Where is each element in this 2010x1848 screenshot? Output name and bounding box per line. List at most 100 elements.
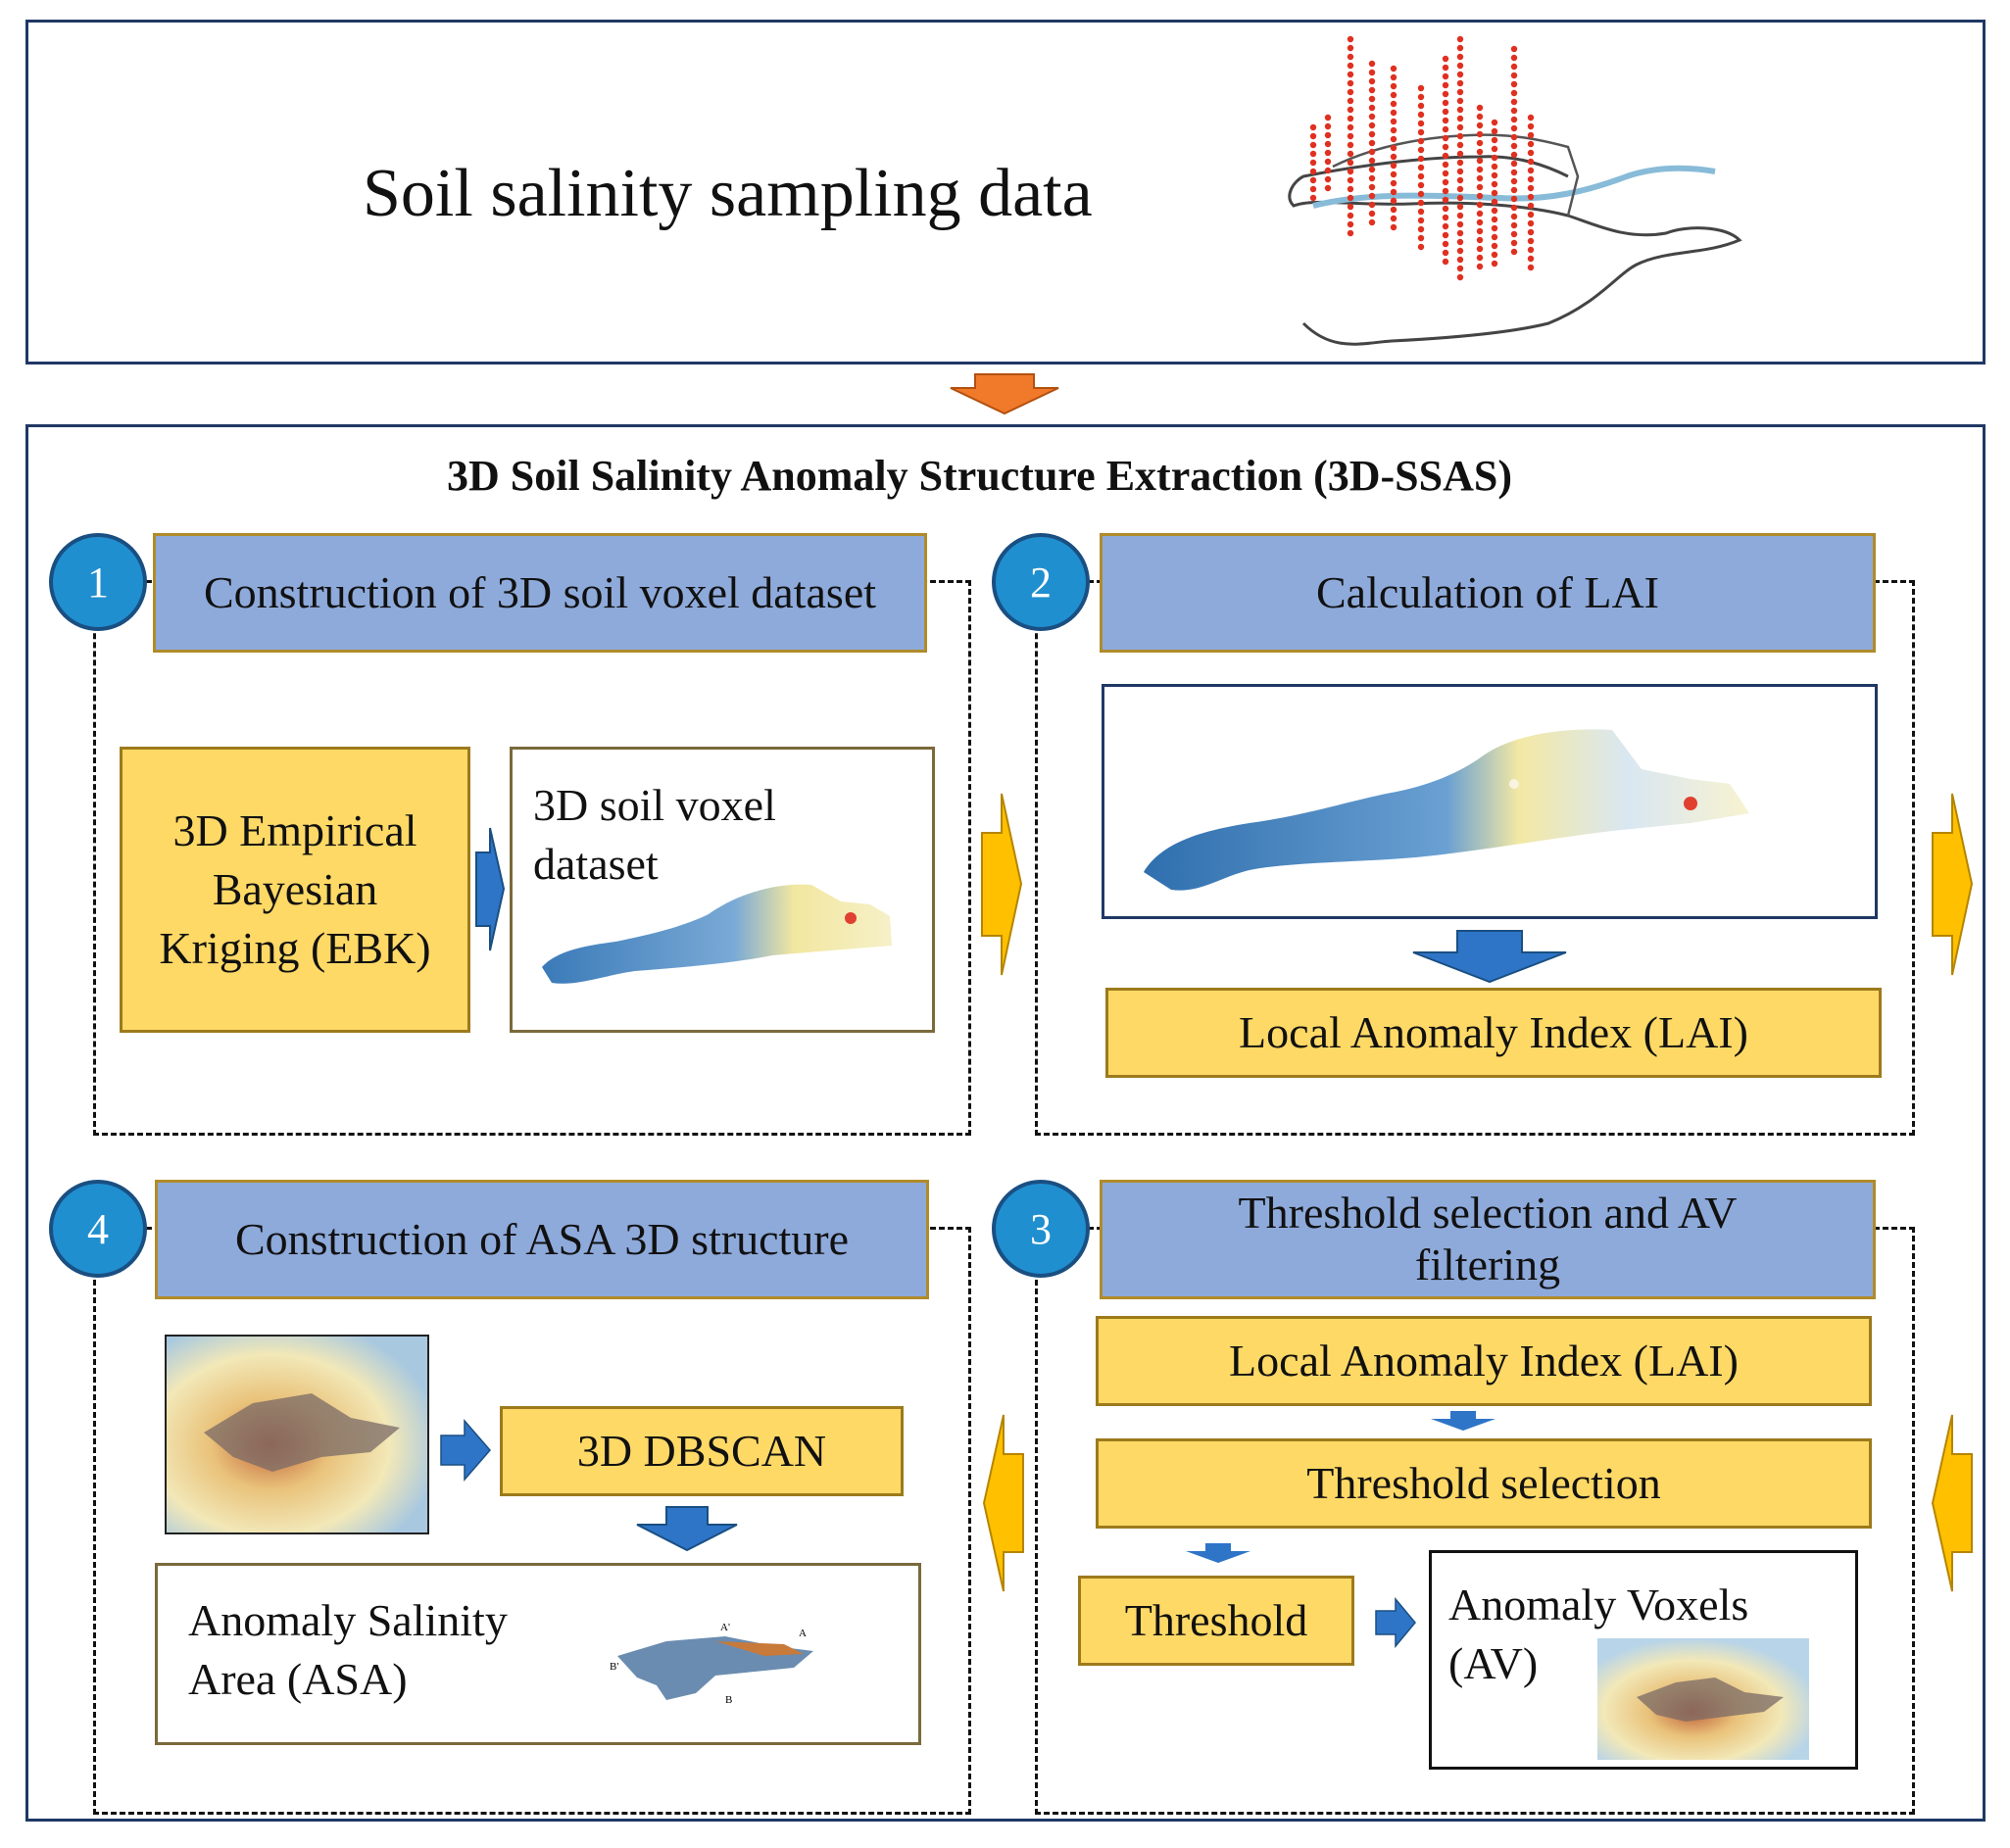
sample-point	[1417, 181, 1425, 189]
sample-point	[1456, 212, 1464, 219]
sample-point	[1324, 167, 1332, 174]
sample-point	[1476, 192, 1484, 200]
asa-structure-image: A' A B' B	[610, 1622, 813, 1706]
sample-point	[1347, 220, 1354, 228]
sample-point	[1347, 212, 1354, 219]
voxel-map-small	[542, 884, 892, 984]
sample-point	[1456, 115, 1464, 122]
sample-point	[1476, 210, 1484, 218]
arrow-down-blue-step2	[1412, 930, 1567, 984]
sample-point	[1368, 86, 1376, 94]
sample-point	[1510, 230, 1518, 238]
sample-point	[1476, 174, 1484, 182]
sample-point	[1491, 207, 1498, 215]
sample-point	[1368, 183, 1376, 191]
sample-point	[1390, 65, 1397, 73]
step3-header: Threshold selection and AV filtering	[1100, 1180, 1876, 1299]
sample-point	[1510, 72, 1518, 79]
sample-point	[1442, 81, 1449, 89]
sample-point	[1491, 119, 1498, 126]
sample-point	[1510, 54, 1518, 62]
sample-point	[1347, 97, 1354, 105]
sample-point	[1347, 123, 1354, 131]
sample-point	[1417, 217, 1425, 224]
ssas-title: 3D Soil Salinity Anomaly Structure Extra…	[447, 452, 1513, 500]
sample-point	[1476, 236, 1484, 244]
sample-point	[1417, 111, 1425, 119]
sample-point	[1476, 245, 1484, 253]
sample-point	[1456, 220, 1464, 228]
sample-point	[1368, 174, 1376, 182]
sample-point	[1347, 106, 1354, 114]
down-arrow-orange	[950, 373, 1059, 415]
sample-point	[1442, 161, 1449, 169]
sample-point	[1527, 264, 1535, 271]
sampling-data-title: Soil salinity sampling data	[363, 156, 1093, 231]
sample-point	[1417, 243, 1425, 251]
sample-point	[1527, 237, 1535, 245]
step1-header: Construction of 3D soil voxel dataset	[153, 533, 927, 653]
sample-point	[1324, 114, 1332, 122]
sample-point	[1476, 113, 1484, 121]
sample-point	[1390, 188, 1397, 196]
sample-point	[1442, 90, 1449, 98]
sample-point	[1510, 107, 1518, 115]
sample-point	[1527, 211, 1535, 219]
sample-point	[1442, 134, 1449, 142]
sample-point	[1417, 208, 1425, 216]
sample-point	[1491, 242, 1498, 250]
sample-point	[1491, 260, 1498, 267]
sample-point	[1309, 123, 1317, 131]
sample-point	[1456, 53, 1464, 61]
step2-header: Calculation of LAI	[1100, 533, 1876, 653]
sample-point	[1368, 69, 1376, 76]
sample-point	[1456, 159, 1464, 167]
sample-point	[1456, 256, 1464, 264]
arrow-left-gold-2	[1931, 1414, 1973, 1592]
sample-point	[1390, 170, 1397, 178]
av-voxel-image	[1597, 1638, 1809, 1760]
sample-point	[1510, 116, 1518, 123]
sample-point	[1442, 258, 1449, 266]
sample-point	[1456, 62, 1464, 70]
sample-point	[1476, 254, 1484, 262]
sample-point	[1527, 228, 1535, 236]
sample-point	[1324, 140, 1332, 148]
sample-point	[1510, 80, 1518, 88]
sample-point	[1324, 184, 1332, 192]
sample-point	[1368, 130, 1376, 138]
sample-point	[1510, 63, 1518, 71]
sample-point	[1456, 88, 1464, 96]
sample-point	[1510, 239, 1518, 247]
av-label: Anomaly Voxels (AV)	[1448, 1580, 1749, 1688]
sample-point	[1417, 172, 1425, 180]
sample-point	[1390, 144, 1397, 152]
sample-point	[1390, 215, 1397, 222]
sample-point	[1456, 141, 1464, 149]
sample-point	[1510, 160, 1518, 168]
sample-point	[1417, 164, 1425, 171]
sample-point	[1527, 131, 1535, 139]
sample-point	[1347, 79, 1354, 87]
asa-label-b-prime: B'	[610, 1661, 618, 1673]
sample-point	[1527, 255, 1535, 263]
sample-point	[1417, 137, 1425, 145]
sample-point	[1510, 124, 1518, 132]
sample-point	[1510, 186, 1518, 194]
sample-point	[1491, 198, 1498, 206]
sample-point	[1390, 100, 1397, 108]
sample-point	[1347, 53, 1354, 61]
sample-point	[1309, 176, 1317, 184]
lai-map	[1144, 729, 1749, 891]
sample-point	[1368, 157, 1376, 165]
sample-point	[1442, 205, 1449, 213]
sample-point	[1442, 64, 1449, 72]
sample-point	[1417, 146, 1425, 154]
lai-map-box	[1102, 684, 1878, 919]
asa-voxel-image	[165, 1335, 429, 1534]
sample-point	[1491, 233, 1498, 241]
sample-point	[1442, 152, 1449, 160]
arrow-down-small-2	[1186, 1543, 1250, 1563]
sample-point	[1456, 194, 1464, 202]
threshold-selection-box: Threshold selection	[1096, 1438, 1872, 1529]
